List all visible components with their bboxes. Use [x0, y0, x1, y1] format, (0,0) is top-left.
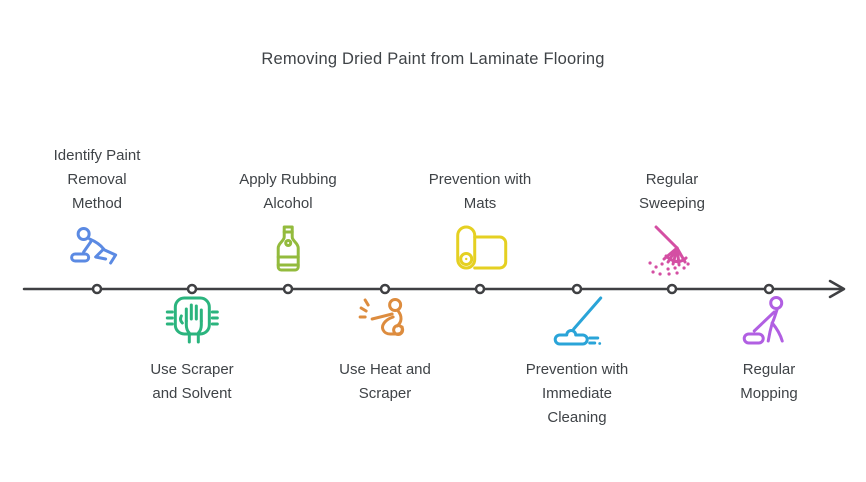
milestone-prevention-with-mats: Prevention with Mats — [428, 130, 532, 276]
milestone-label: Prevention with Immediate Cleaning — [525, 361, 629, 426]
mop-icon — [549, 296, 605, 348]
hand-scraper-icon — [164, 296, 220, 348]
mopping-person-icon — [741, 296, 797, 348]
timeline-node — [379, 283, 391, 295]
milestone-label: Regular Sweeping — [639, 171, 705, 212]
timeline-node — [474, 283, 486, 295]
milestone-use-heat-and-scraper: Use Heat and Scraper — [339, 296, 431, 406]
milestone-prevention-with-immediate-cleaning: Prevention with Immediate Cleaning — [525, 296, 629, 430]
timeline-node — [91, 283, 103, 295]
milestone-label: Use Heat and Scraper — [339, 361, 431, 402]
milestone-label: Apply Rubbing Alcohol — [239, 171, 337, 212]
milestone-regular-mopping: Regular Mopping — [740, 296, 798, 406]
heat-gun-person-icon — [357, 296, 413, 348]
milestone-apply-rubbing-alcohol: Apply Rubbing Alcohol — [239, 130, 337, 276]
timeline-node — [763, 283, 775, 295]
broom-icon — [644, 224, 700, 276]
crawling-scrubber-icon — [69, 224, 125, 276]
timeline-node — [186, 283, 198, 295]
milestone-label: Prevention with Mats — [428, 171, 532, 212]
arrow-right-icon — [828, 279, 846, 299]
milestone-identify-paint-removal-method: Identify Paint Removal Method — [53, 130, 141, 276]
milestone-label: Regular Mopping — [740, 361, 798, 402]
alcohol-bottle-icon — [260, 224, 316, 276]
timeline-node — [282, 283, 294, 295]
milestone-label: Identify Paint Removal Method — [53, 147, 141, 212]
rolled-mat-icon — [452, 224, 508, 276]
timeline-node — [666, 283, 678, 295]
milestone-use-scraper-and-solvent: Use Scraper and Solvent — [150, 296, 234, 406]
page-title: Removing Dried Paint from Laminate Floor… — [261, 50, 605, 68]
milestone-label: Use Scraper and Solvent — [150, 361, 234, 402]
timeline-node — [571, 283, 583, 295]
milestone-regular-sweeping: Regular Sweeping — [639, 130, 705, 276]
